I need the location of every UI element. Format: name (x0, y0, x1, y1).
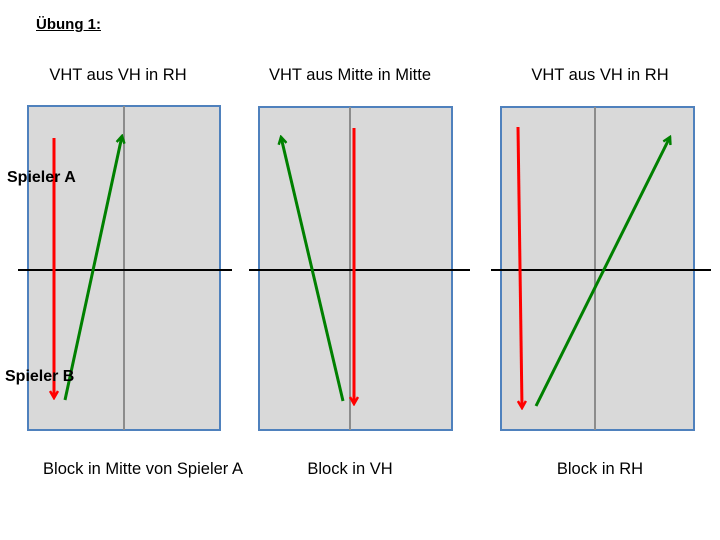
player-a-label: Spieler A (7, 169, 76, 186)
panel-2-caption: Block in VH (307, 460, 393, 478)
block-arrow (516, 126, 522, 408)
exercise-title: Übung 1: (36, 16, 101, 33)
panel-1-table (18, 105, 232, 431)
serve-arrow (281, 137, 345, 402)
panel-2-heading: VHT aus Mitte in Mitte (269, 66, 431, 84)
panel-2-table (249, 106, 470, 431)
panel-1-heading: VHT aus VH in RH (49, 66, 187, 84)
panel-3-table (491, 106, 711, 431)
player-b-label: Spieler B (5, 368, 75, 385)
panel-1-caption: Block in Mitte von Spieler A (43, 460, 243, 478)
panel-3-caption: Block in RH (556, 460, 644, 478)
serve-arrow (63, 136, 122, 401)
table-surface (500, 106, 695, 431)
serve-arrow (534, 137, 670, 407)
panel-3-heading: VHT aus VH in RH (531, 66, 669, 84)
